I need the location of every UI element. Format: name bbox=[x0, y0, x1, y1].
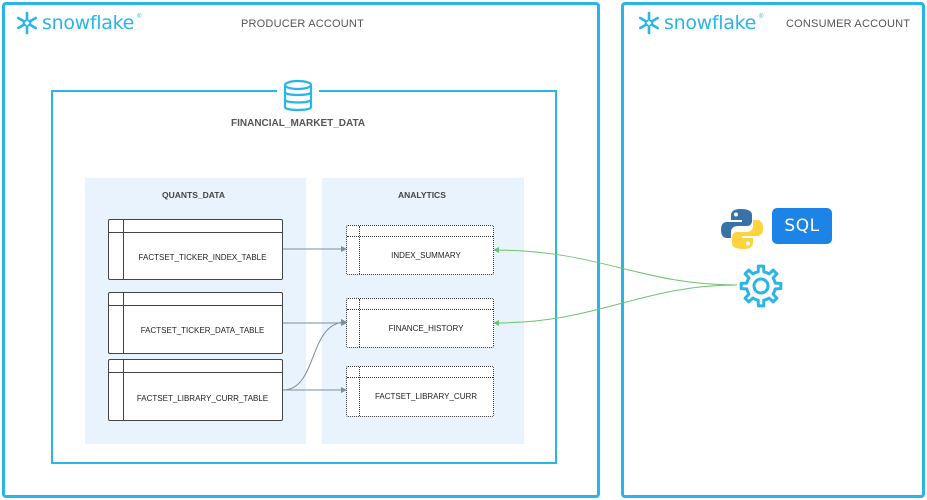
view-name: FACTSET_LIBRARY_CURR bbox=[374, 392, 478, 401]
producer-snowflake-logo: snowflake ® bbox=[15, 11, 141, 35]
consumer-account bbox=[621, 2, 925, 498]
python-logo-icon bbox=[721, 209, 763, 249]
snowflake-icon bbox=[17, 11, 37, 35]
database-name: FINANCIAL_MARKET_DATA bbox=[231, 118, 366, 129]
table-factset-ticker-data[interactable]: FACTSET_TICKER_DATA_TABLE bbox=[108, 292, 283, 354]
database-icon-wrap bbox=[277, 76, 319, 116]
view-factset-library-curr[interactable]: FACTSET_LIBRARY_CURR bbox=[346, 366, 494, 417]
view-row-marker bbox=[359, 299, 360, 347]
consumer-brand-tm: ® bbox=[759, 14, 764, 20]
sql-badge: SQL bbox=[772, 208, 832, 244]
view-header bbox=[347, 299, 493, 310]
view-row-marker bbox=[359, 367, 360, 416]
table-header bbox=[109, 293, 282, 306]
gear-icon bbox=[739, 264, 783, 308]
producer-account-title: PRODUCER ACCOUNT bbox=[241, 18, 364, 30]
producer-brand-tm: ® bbox=[137, 14, 142, 20]
database-icon bbox=[283, 79, 313, 112]
consumer-snowflake-logo: snowflake ® bbox=[637, 11, 763, 35]
snowflake-icon bbox=[639, 11, 659, 35]
table-name: FACTSET_TICKER_INDEX_TABLE bbox=[138, 253, 267, 262]
table-row-marker bbox=[123, 220, 124, 279]
table-row-marker bbox=[123, 360, 124, 420]
table-name: FACTSET_TICKER_DATA_TABLE bbox=[140, 326, 265, 335]
view-row-marker bbox=[359, 226, 360, 274]
schema-quants-data-label: QUANTS_DATA bbox=[162, 190, 225, 200]
schema-analytics-label: ANALYTICS bbox=[398, 190, 446, 200]
table-name: FACTSET_LIBRARY_CURR_TABLE bbox=[136, 394, 269, 403]
table-factset-ticker-index[interactable]: FACTSET_TICKER_INDEX_TABLE bbox=[108, 219, 283, 280]
view-name: INDEX_SUMMARY bbox=[391, 251, 461, 260]
table-header bbox=[109, 220, 282, 233]
view-header bbox=[347, 367, 493, 378]
view-finance-history[interactable]: FINANCE_HISTORY bbox=[346, 298, 494, 348]
view-header bbox=[347, 226, 493, 237]
table-row-marker bbox=[123, 293, 124, 353]
view-index-summary[interactable]: INDEX_SUMMARY bbox=[346, 225, 494, 275]
table-factset-library-curr[interactable]: FACTSET_LIBRARY_CURR_TABLE bbox=[108, 359, 283, 421]
table-header bbox=[109, 360, 282, 373]
consumer-account-title: CONSUMER ACCOUNT bbox=[786, 18, 911, 30]
consumer-brand-name: snowflake bbox=[664, 12, 757, 34]
view-name: FINANCE_HISTORY bbox=[388, 324, 464, 333]
producer-brand-name: snowflake bbox=[42, 12, 135, 34]
